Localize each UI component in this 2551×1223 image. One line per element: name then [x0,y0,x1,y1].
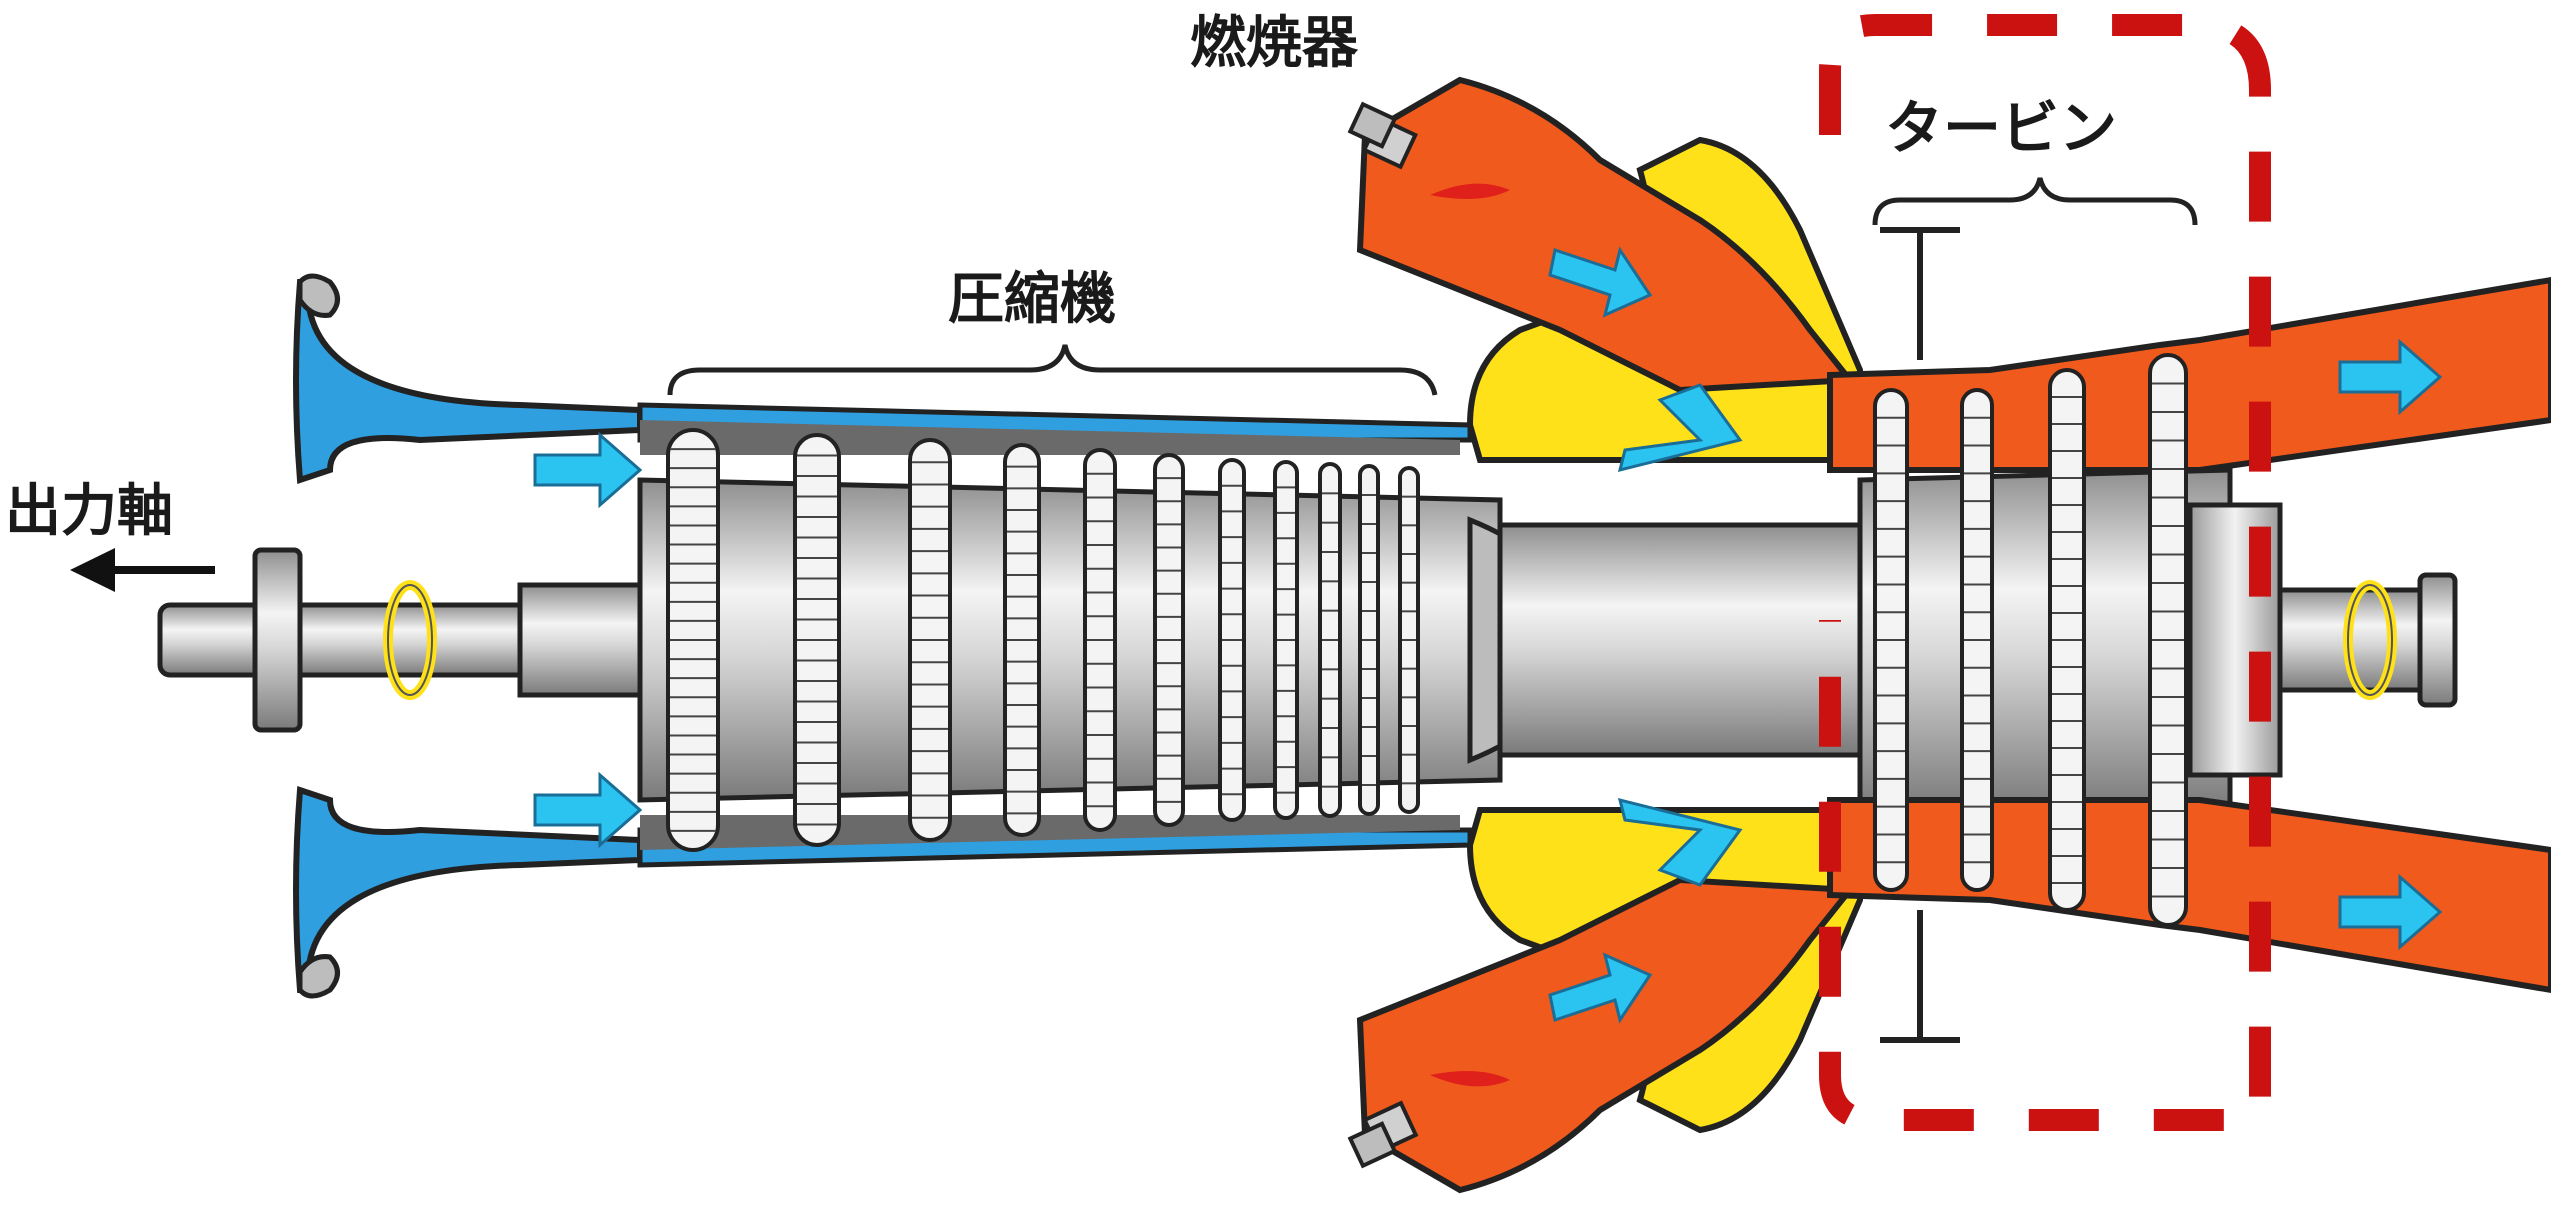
intake-top [293,273,643,485]
flame-icon [1430,183,1510,199]
compressor-casing [637,402,1473,868]
flow-arrow-icon [1548,952,1653,1024]
turbine-exhaust-top [1827,227,2551,473]
turbine-brace [1872,177,2198,226]
intake-bottom [293,785,643,999]
flow-arrow-icon [1617,383,1743,473]
output-arrow-icon [70,548,215,592]
flow-arrow-icon [533,431,643,509]
turbine-label: タービン [1885,94,2117,162]
flow-arrow-icon [2338,338,2443,416]
combustor-can-top [1347,76,1856,394]
combustor-label: 燃焼器 [1190,11,1359,76]
flow-arrow-icon [1617,797,1743,887]
compressor-label: 圧縮機 [948,267,1116,332]
rotation-arrows [383,580,2397,700]
flow-arrow-icon [1548,246,1653,318]
flow-arrow-icon [2338,873,2443,951]
combustor-can-bottom [1347,876,1856,1194]
flame-icon [1430,1071,1510,1087]
compressor-blades [666,428,1420,852]
compressor-brace [667,344,1438,396]
flow-arrow-icon [533,771,643,849]
turbine-blades [1873,353,2188,927]
flow-arrows [533,246,2443,1024]
output-shaft-label: 出力軸 [5,479,173,544]
turbine-highlight-dashed [1819,14,2271,1131]
turbine-exhaust-bottom [1827,797,2551,1043]
output-shaft-body [157,547,2458,733]
